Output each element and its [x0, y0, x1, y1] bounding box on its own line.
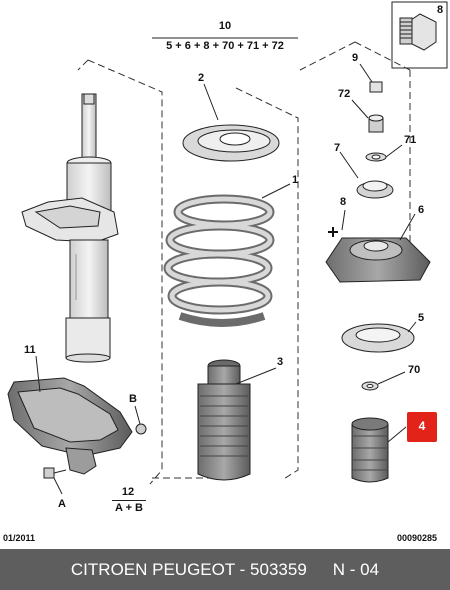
bump-stop-4: [351, 417, 389, 483]
callout-1: 1: [292, 174, 299, 186]
washer-72: [368, 114, 384, 133]
highlighted-part-badge: 4: [407, 412, 437, 442]
bearing-5: [341, 323, 415, 353]
heat-shield: [7, 377, 133, 475]
callout-8-thumbnail: 8: [437, 4, 444, 16]
callout-4: 4: [418, 419, 426, 433]
reference-code: 00090285: [397, 533, 438, 543]
washer-70: [361, 381, 379, 391]
callout-8: 8: [340, 196, 347, 208]
coil-spring: [163, 194, 275, 327]
callout-a: A: [58, 498, 66, 510]
nut-9: [369, 81, 383, 93]
callout-11: 11: [24, 344, 36, 356]
leader-lines: [35, 63, 417, 495]
group-underline: [112, 500, 146, 501]
cup-7: [356, 180, 394, 199]
strut-assembly: [21, 93, 119, 363]
part-8-thumbnail: [391, 1, 448, 69]
washer-71: [365, 152, 387, 162]
callout-3: 3: [277, 356, 284, 368]
callout-72: 72: [338, 88, 351, 100]
callout-2: 2: [198, 72, 205, 84]
callout-5: 5: [418, 312, 425, 324]
callout-70: 70: [408, 364, 421, 376]
callout-9: 9: [352, 52, 359, 64]
exploded-parts-diagram: [7, 1, 448, 495]
callout-6: 6: [418, 204, 425, 216]
date-code: 01/2011: [3, 533, 36, 543]
group-formula: A + B: [114, 502, 143, 514]
callout-71: 71: [404, 134, 417, 146]
footer-brand-part: CITROEN PEUGEOT - 503359: [70, 559, 307, 579]
bolt-b: [135, 423, 147, 435]
bolt-a: [43, 467, 67, 479]
callout-7: 7: [334, 142, 341, 154]
footer-bar: CITROEN PEUGEOT - 503359 N - 04: [0, 549, 450, 590]
callout-b: B: [129, 393, 137, 405]
header-number: 10: [218, 20, 232, 32]
protective-boot: [197, 359, 251, 481]
header-formula: 5 + 6 + 8 + 70 + 71 + 72: [166, 40, 284, 52]
cross-marker: [328, 227, 338, 237]
upper-spring-seat: [182, 124, 280, 162]
footer-code: N - 04: [332, 559, 380, 579]
top-mount-6: [325, 237, 431, 283]
assembly-outline: [77, 41, 411, 485]
group-number: 12: [121, 486, 135, 498]
